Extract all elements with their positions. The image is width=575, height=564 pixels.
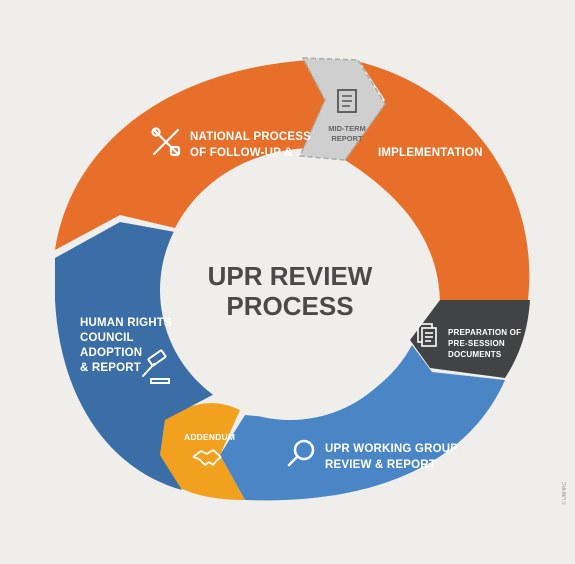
center-title-line2: PROCESS — [226, 291, 353, 321]
preparation-label-line3: DOCUMENTS — [448, 350, 502, 359]
document-icon — [337, 89, 357, 113]
documents-icon — [417, 323, 437, 347]
midterm-label-line2: REPORT — [331, 134, 363, 143]
midterm-label-line1: MID-TERM — [328, 124, 366, 133]
segment-national-follow-up — [55, 60, 335, 250]
segment-implementation — [345, 62, 530, 305]
preparation-label-line2: PRE-SESSION — [448, 339, 505, 348]
hrc-label-line3: ADOPTION — [80, 347, 142, 359]
magnifier-icon — [287, 439, 315, 467]
segment-mid-term-report — [298, 57, 386, 161]
addendum-label: ADDENDUM — [184, 432, 235, 442]
hrc-label-line4: & REPORT — [80, 362, 141, 374]
tools-icon — [151, 127, 181, 157]
center-title-line1: UPR REVIEW — [208, 261, 373, 291]
working-group-label-line2: REVIEW & REPORT — [325, 459, 436, 471]
working-group-label-line1: UPR WORKING GROUP — [325, 443, 458, 455]
hrc-label-line1: HUMAN RIGHTS — [80, 317, 172, 329]
segment-hrc-adoption — [55, 222, 222, 490]
hrc-label-line2: COUNCIL — [80, 332, 134, 344]
credit-text: © UNHRC — [561, 481, 568, 505]
national-label-line1: NATIONAL PROCESS — [190, 131, 311, 143]
segment-preparation — [410, 300, 530, 378]
gavel-icon — [142, 349, 170, 384]
handshake-icon — [192, 449, 222, 466]
implementation-label: IMPLEMENTATION — [378, 147, 483, 159]
national-label-line2: OF FOLLOW-UP & — [190, 147, 293, 159]
center-circle — [160, 160, 420, 420]
preparation-label-line1: PREPARATION OF — [448, 328, 521, 337]
